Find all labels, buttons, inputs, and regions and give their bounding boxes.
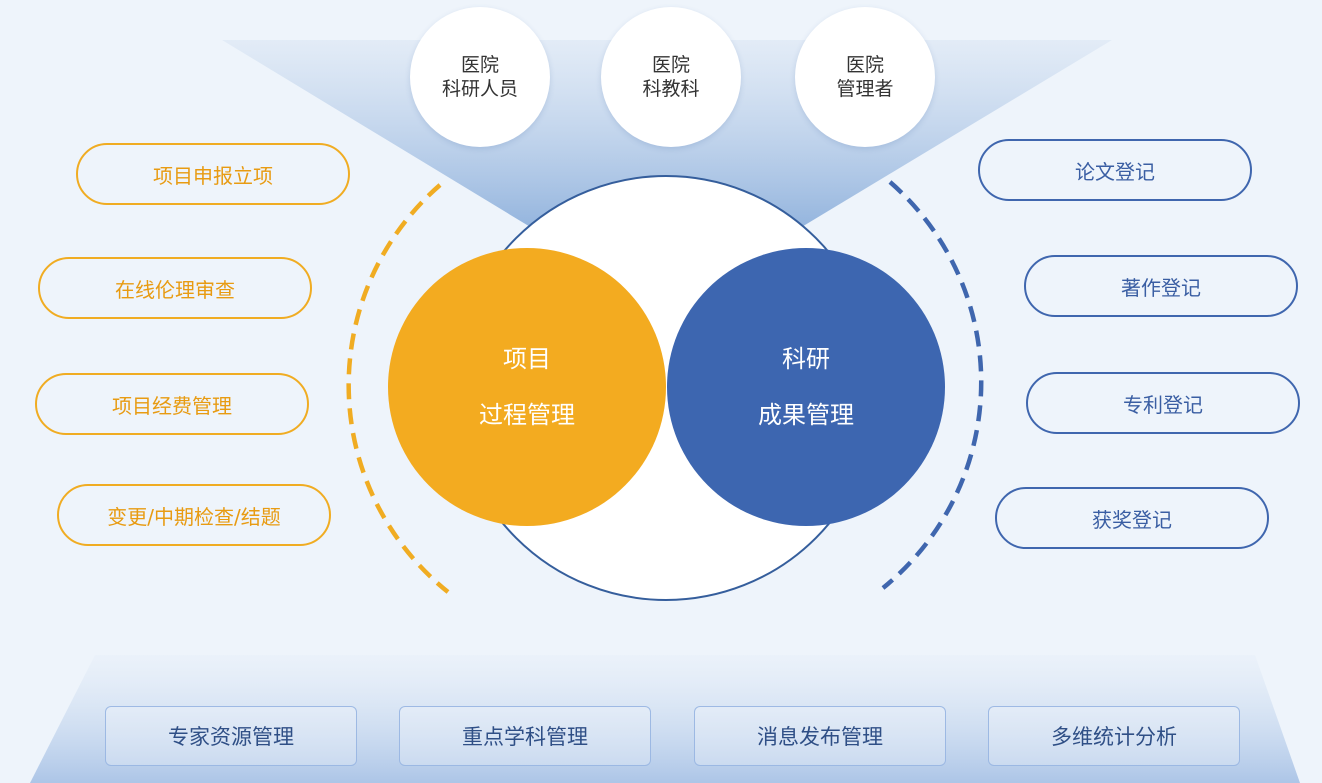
right-item-award-registration[interactable]: 获奖登记 bbox=[995, 487, 1269, 549]
left-dashed-arc bbox=[346, 183, 450, 594]
right-item-patent-registration[interactable]: 专利登记 bbox=[1026, 372, 1300, 434]
user-label-line1: 医院 bbox=[845, 54, 884, 76]
right-item-book-registration[interactable]: 著作登记 bbox=[1024, 255, 1298, 317]
left-item-ethics-review[interactable]: 在线伦理审查 bbox=[38, 257, 312, 319]
left-item-funds-management[interactable]: 项目经费管理 bbox=[35, 373, 309, 435]
core-left-line1: 项目 bbox=[503, 345, 551, 373]
core-right-line1: 科研 bbox=[782, 345, 830, 373]
bottom-item-message-publishing[interactable]: 消息发布管理 bbox=[694, 706, 946, 766]
right-dashed-arc bbox=[881, 180, 984, 590]
core-project-process-management: 项目 过程管理 bbox=[388, 248, 666, 526]
user-circle-researchers: 医院 科研人员 bbox=[410, 7, 550, 147]
bottom-item-multi-dimensional-stats[interactable]: 多维统计分析 bbox=[988, 706, 1240, 766]
user-circle-managers: 医院 管理者 bbox=[795, 7, 935, 147]
user-label-line2: 管理者 bbox=[836, 78, 894, 100]
user-label-line2: 科教科 bbox=[642, 78, 700, 100]
bottom-base bbox=[30, 655, 1300, 783]
user-circle-education-dept: 医院 科教科 bbox=[601, 7, 741, 147]
core-left-line2: 过程管理 bbox=[479, 401, 575, 429]
left-item-project-application[interactable]: 项目申报立项 bbox=[76, 143, 350, 205]
bottom-item-expert-resources[interactable]: 专家资源管理 bbox=[105, 706, 357, 766]
core-research-results-management: 科研 成果管理 bbox=[667, 248, 945, 526]
left-item-change-check-close[interactable]: 变更/中期检查/结题 bbox=[57, 484, 331, 546]
user-label-line1: 医院 bbox=[651, 54, 690, 76]
right-item-paper-registration[interactable]: 论文登记 bbox=[978, 139, 1252, 201]
user-label-line2: 科研人员 bbox=[441, 78, 518, 100]
bottom-item-key-disciplines[interactable]: 重点学科管理 bbox=[399, 706, 651, 766]
user-label-line1: 医院 bbox=[460, 54, 499, 76]
core-right-line2: 成果管理 bbox=[758, 401, 854, 429]
